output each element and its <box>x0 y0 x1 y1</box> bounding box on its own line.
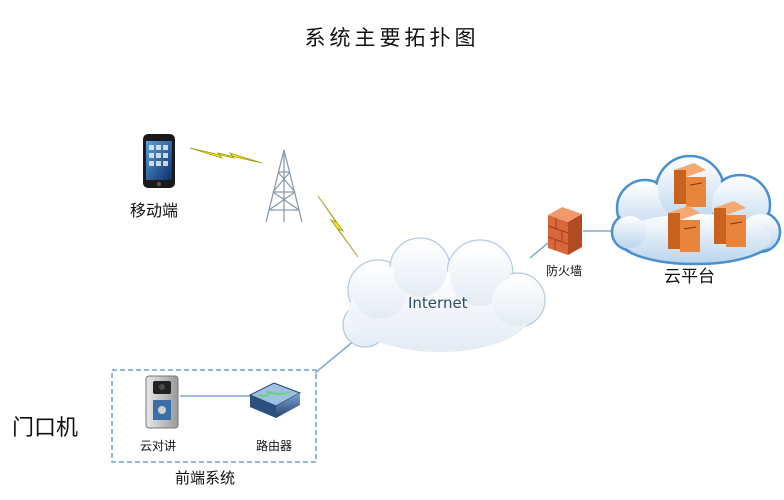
internet-label: Internet <box>408 294 468 312</box>
mobile-label: 移动端 <box>130 197 178 221</box>
server-icon <box>674 163 706 207</box>
intercom-label: 云对讲 <box>140 437 176 454</box>
wireless-signal-icon <box>318 196 358 257</box>
frontend-group-label: 前端系统 <box>175 467 235 488</box>
link-internet-firewall <box>530 243 548 258</box>
cloud-platform-label: 云平台 <box>664 262 715 287</box>
diagram-title: 系统主要拓扑图 <box>0 22 784 52</box>
door-unit-label: 门口机 <box>12 410 78 442</box>
link-internet-frontend <box>315 340 355 373</box>
firewall-label: 防火墙 <box>546 262 582 279</box>
firewall-icon <box>548 207 582 255</box>
router-icon <box>250 383 300 418</box>
router-label: 路由器 <box>256 437 292 454</box>
cell-tower-icon <box>266 150 302 222</box>
mobile-phone-icon <box>143 134 175 188</box>
door-intercom-icon <box>146 376 178 428</box>
wireless-signal-icon <box>190 148 262 163</box>
server-icon <box>714 201 746 247</box>
server-icon <box>668 206 700 252</box>
